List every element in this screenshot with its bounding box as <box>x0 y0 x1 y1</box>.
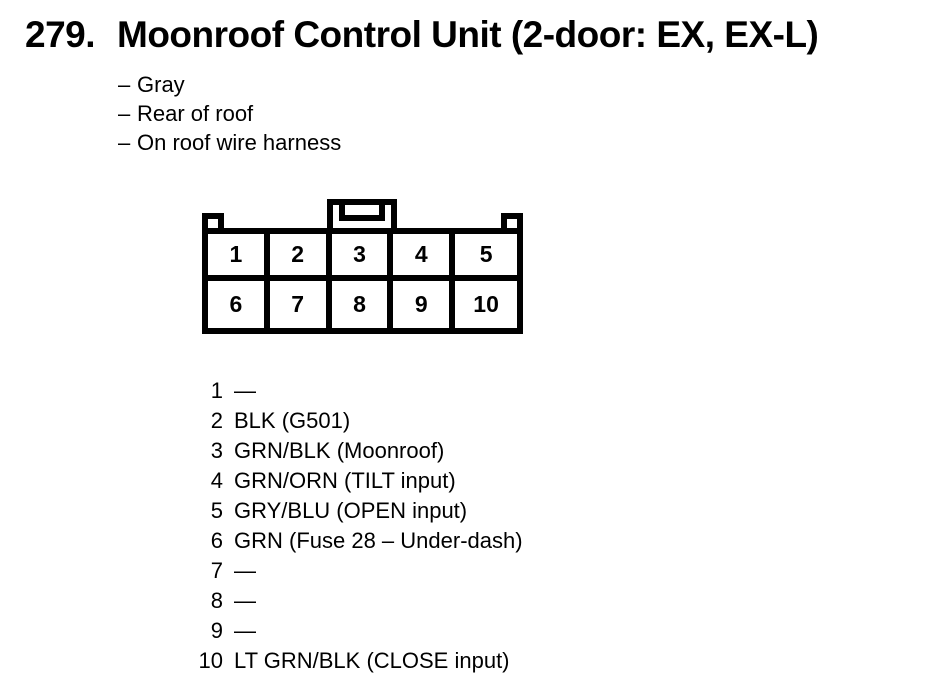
pin-wire-label: GRN/BLK (Moonroof) <box>234 438 445 463</box>
pin-wire-label: — <box>234 378 256 403</box>
pin-row: 2 BLK (G501) <box>130 406 523 436</box>
pin-row: 10 LT GRN/BLK (CLOSE input) <box>130 646 523 676</box>
pin-row: 4 GRN/ORN (TILT input) <box>130 466 523 496</box>
note-dash: – <box>118 101 131 126</box>
note-dash: – <box>118 130 131 155</box>
pin-number: 8 <box>210 588 223 613</box>
figure-number: 279. <box>25 14 96 55</box>
cavity-4: 4 <box>393 234 456 281</box>
pin-wire-label: — <box>234 588 256 613</box>
connector-latch-slot <box>339 205 385 221</box>
cavity-10: 10 <box>473 291 499 317</box>
connector-right-tab <box>501 213 523 228</box>
pinout-list: 1 — 2 BLK (G501) 3 GRN/BLK (Moonroof) 4 … <box>130 376 523 676</box>
pin-number: 9 <box>210 618 223 643</box>
pin-number: 10 <box>198 648 223 673</box>
connector-latch-tab <box>327 199 397 228</box>
pin-number: 7 <box>210 558 223 583</box>
pin-wire-label: GRY/BLU (OPEN input) <box>234 498 468 523</box>
pin-row: 7 — <box>130 556 523 586</box>
pin-number: 2 <box>210 408 223 433</box>
pin-number: 5 <box>210 498 223 523</box>
note-harness: –On roof wire harness <box>118 128 341 157</box>
pin-row: 8 — <box>130 586 523 616</box>
pin-row: 9 — <box>130 616 523 646</box>
pin-wire-label: — <box>234 558 256 583</box>
pin-wire-label: — <box>234 618 256 643</box>
connector-notes: –Gray –Rear of roof –On roof wire harnes… <box>118 70 341 157</box>
figure-header: 279. Moonroof Control Unit (2-door: EX, … <box>25 13 819 57</box>
figure-title: Moonroof Control Unit (2-door: EX, EX-L) <box>117 14 819 55</box>
cavity-6: 6 <box>208 281 270 328</box>
connector-cavity-grid: 1 2 3 4 5 6 7 8 9 10 <box>202 228 523 334</box>
cavity-9: 9 <box>393 281 456 328</box>
cavity-7: 7 <box>270 281 332 328</box>
pin-number: 1 <box>210 378 223 403</box>
note-location: –Rear of roof <box>118 99 341 128</box>
cavity-1: 1 <box>208 234 270 281</box>
pin-number: 6 <box>210 528 223 553</box>
pin-number: 4 <box>210 468 223 493</box>
pin-wire-label: GRN/ORN (TILT input) <box>234 468 456 493</box>
pin-row: 5 GRY/BLU (OPEN input) <box>130 496 523 526</box>
cavity-2: 2 <box>269 234 332 281</box>
pin-wire-label: GRN (Fuse 28 – Under-dash) <box>234 528 523 553</box>
pin-row: 3 GRN/BLK (Moonroof) <box>130 436 523 466</box>
pin-wire-label: LT GRN/BLK (CLOSE input) <box>234 648 510 673</box>
pin-wire-label: BLK (G501) <box>234 408 351 433</box>
cavity-8: 8 <box>332 281 394 328</box>
note-color: –Gray <box>118 70 341 99</box>
pin-row: 6 GRN (Fuse 28 – Under-dash) <box>130 526 523 556</box>
note-text: Gray <box>137 72 185 97</box>
pin-row: 1 — <box>130 376 523 406</box>
connector-diagram: 1 2 3 4 5 6 7 8 9 10 <box>202 199 523 334</box>
note-text: On roof wire harness <box>137 130 342 155</box>
cavity-5: 5 <box>455 234 517 281</box>
connector-left-tab <box>202 213 224 228</box>
note-dash: – <box>118 72 131 97</box>
cavity-3: 3 <box>331 234 394 281</box>
pin-number: 3 <box>210 438 223 463</box>
note-text: Rear of roof <box>137 101 254 126</box>
